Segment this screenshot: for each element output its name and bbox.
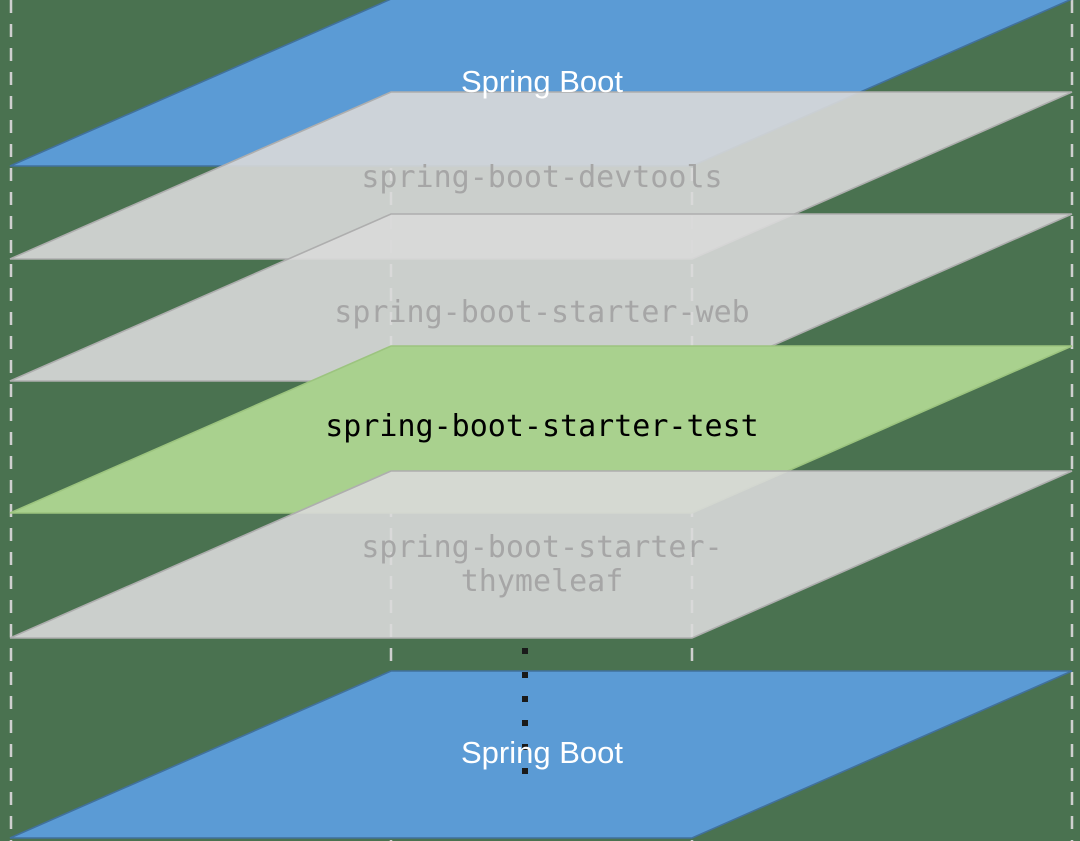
ellipsis-dot-3 bbox=[522, 720, 528, 726]
vertical-ellipsis-icon bbox=[522, 648, 528, 774]
ellipsis-dot-0 bbox=[522, 648, 528, 654]
ellipsis-dot-2 bbox=[522, 696, 528, 702]
layer-slabs-group bbox=[9, 0, 1073, 839]
layer-slab-spring-boot-bottom[interactable] bbox=[9, 670, 1073, 839]
layer-slab-spring-boot-starter-thymeleaf[interactable] bbox=[9, 470, 1073, 639]
ellipsis-dot-4 bbox=[522, 744, 528, 750]
ellipsis-dot-1 bbox=[522, 672, 528, 678]
ellipsis-dot-5 bbox=[522, 768, 528, 774]
